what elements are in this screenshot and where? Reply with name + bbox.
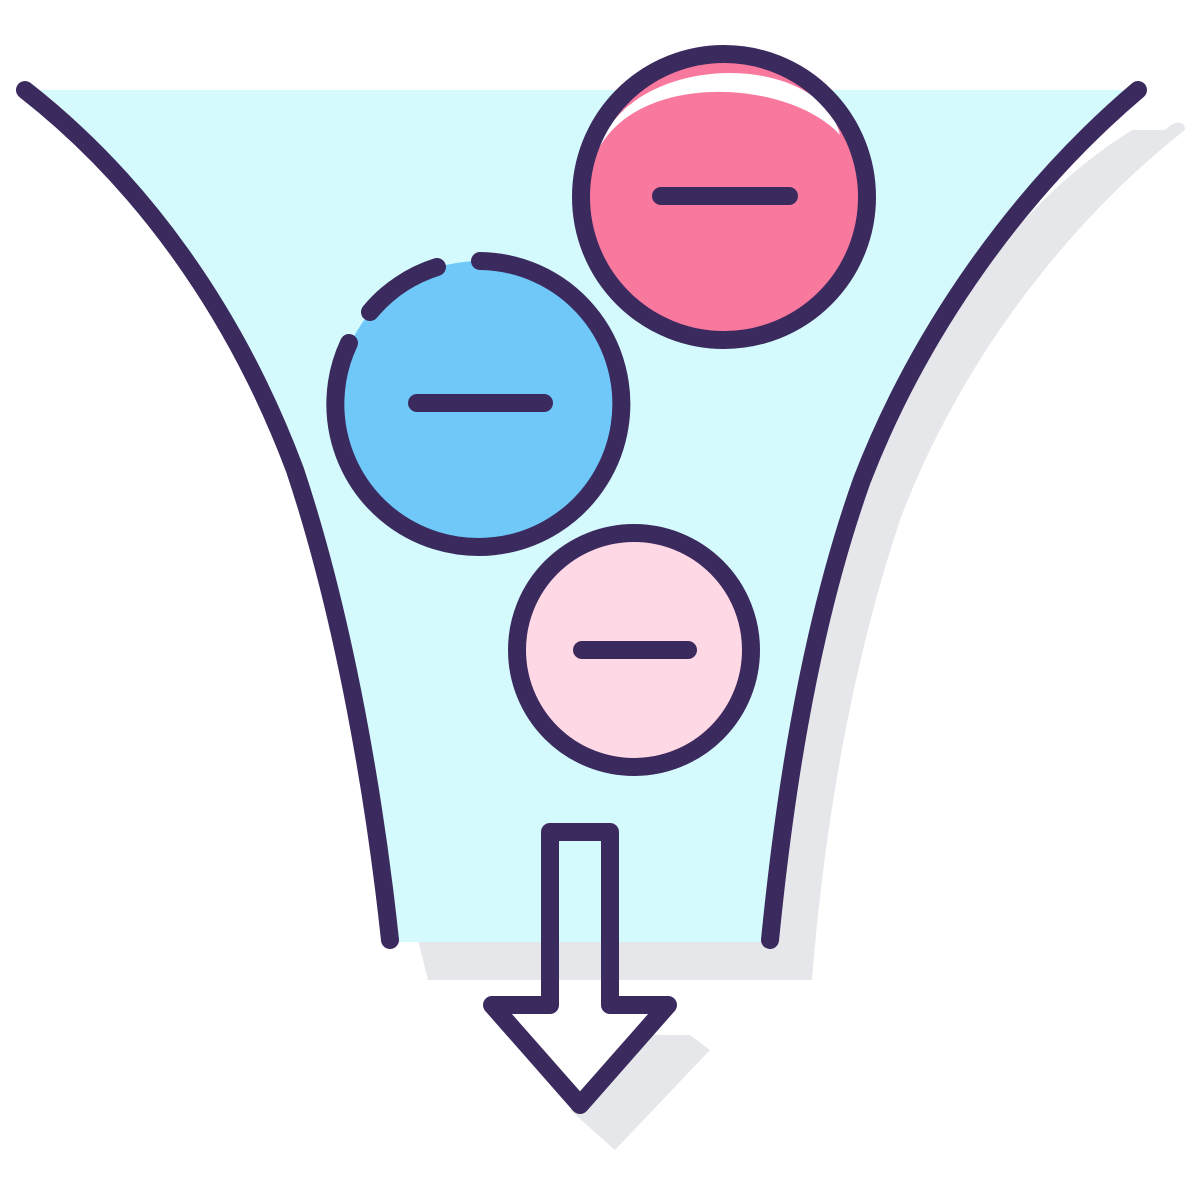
- blue-ball-outline-gap: [361, 258, 446, 321]
- red-minus-ball: [572, 45, 876, 349]
- blue-minus-ball: [326, 252, 631, 556]
- funnel-right-wall: [761, 81, 1147, 949]
- pink-ball-outline: [508, 524, 760, 776]
- red-ball-highlight: [598, 73, 840, 150]
- blue-ball-outline-main: [326, 252, 631, 556]
- red-ball-outline: [572, 45, 876, 349]
- funnel-shadow: [418, 122, 1185, 980]
- funnel-left-wall: [16, 81, 399, 949]
- funnel-body-fill: [40, 90, 1130, 942]
- arrow-down-icon: [483, 823, 677, 1114]
- arrow-fill: [483, 823, 677, 1114]
- arrow-shadow: [570, 1035, 710, 1150]
- pink-minus-ball: [508, 524, 760, 776]
- shadow-layer: [418, 122, 1185, 1150]
